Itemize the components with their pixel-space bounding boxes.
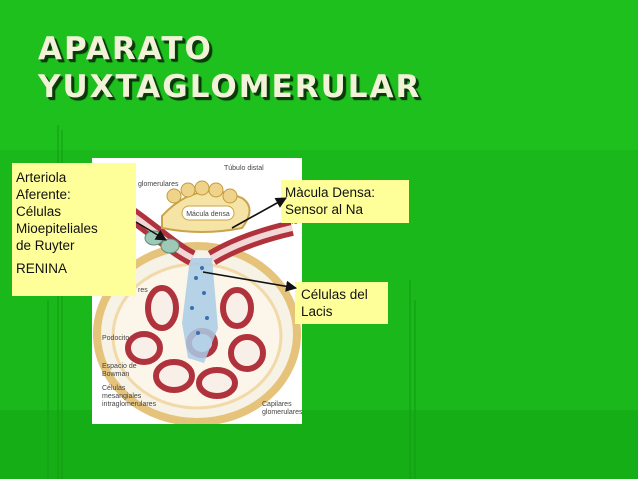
callout-afferent-renina: RENINA <box>16 261 68 276</box>
label-mesangiales-1: Células <box>102 385 126 392</box>
label-capilares-2: glomerulares <box>262 409 302 416</box>
label-capilares-1: Capilares <box>262 401 292 408</box>
juxtaglomerular-cells <box>144 230 180 254</box>
callout-afferent-line-1: Arteriola <box>16 170 67 185</box>
label-podocito: Podocito <box>102 335 129 342</box>
label-mesangiales-3: intraglomerulares <box>102 401 157 408</box>
callout-lacis-line-2: Lacis <box>301 304 333 319</box>
callout-lacis-cells: Células del Lacis <box>295 282 388 324</box>
label-glomerulares: glomerulares <box>138 181 179 188</box>
slide-title-line-1: APARATO <box>38 31 213 67</box>
label-res: res <box>138 287 148 294</box>
label-espacio-1: Espacio de <box>102 363 137 370</box>
label-mesangiales-2: mesangiales <box>102 393 142 400</box>
slide-title: APARATO YUXTAGLOMERULAR <box>38 30 421 106</box>
callout-afferent-line-4: Mioepiteliales <box>16 221 98 236</box>
slide-title-line-2: YUXTAGLOMERULAR <box>38 69 422 105</box>
label-tubulo-distal: Túbulo distal <box>224 165 264 172</box>
callout-macula-line-1: Màcula Densa: <box>285 185 376 200</box>
glomerular-capillaries <box>125 285 266 399</box>
callout-lacis-line-1: Células del <box>301 287 368 302</box>
callout-afferent-line-3: Células <box>16 204 62 219</box>
callout-macula-densa: Màcula Densa: Sensor al Na <box>281 180 409 223</box>
callout-afferent-line-5: de Ruyter <box>16 238 75 253</box>
callout-afferent-line-2: Aferente: <box>16 187 71 202</box>
label-macula-densa: Mácula densa <box>186 211 230 218</box>
callout-afferent-arteriole: Arteriola Aferente: Células Mioepitelial… <box>12 163 136 296</box>
label-espacio-2: Bowman <box>102 371 129 378</box>
callout-macula-line-2: Sensor al Na <box>285 202 364 217</box>
